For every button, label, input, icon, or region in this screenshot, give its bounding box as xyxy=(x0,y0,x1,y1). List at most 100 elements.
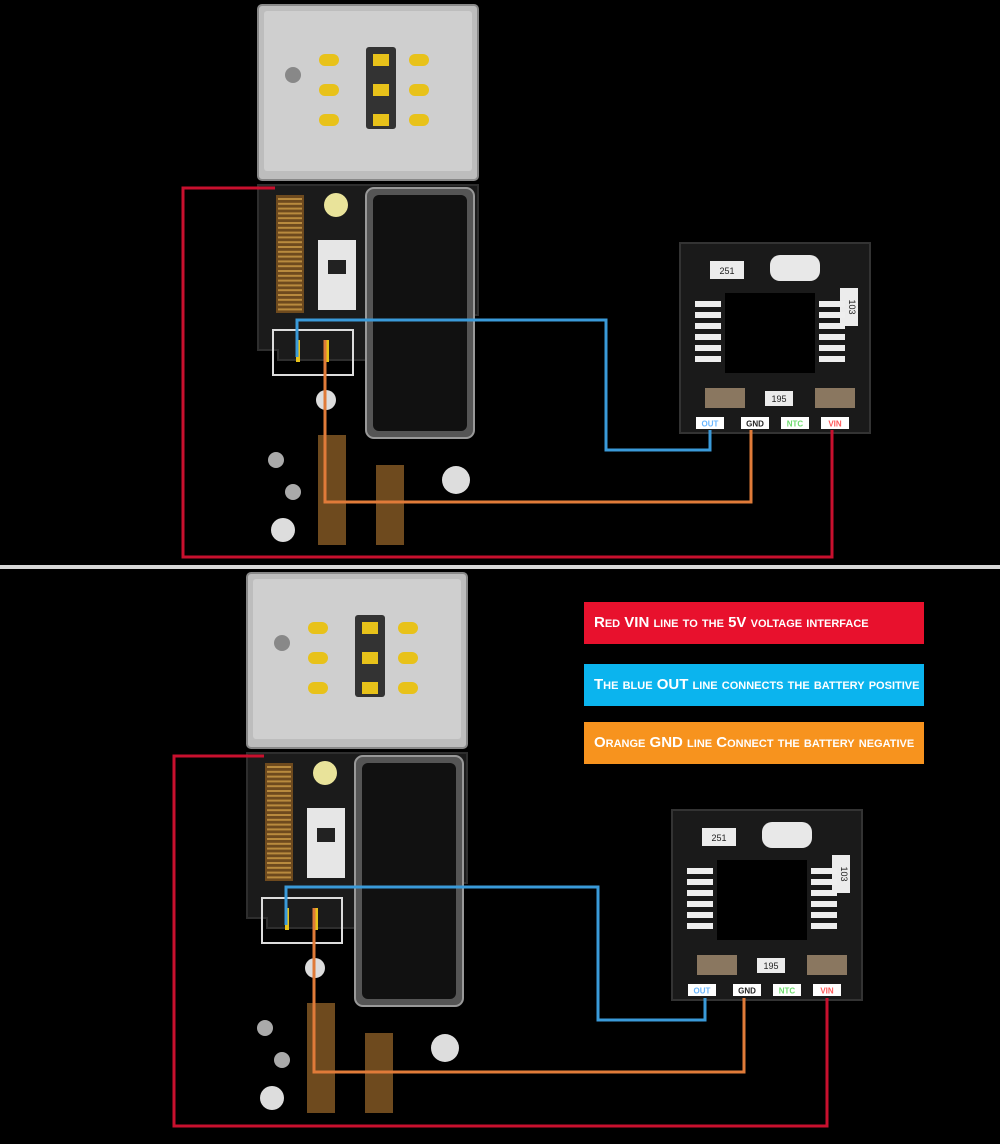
inductor xyxy=(770,255,820,281)
ic-pin-right xyxy=(819,301,845,307)
inductor xyxy=(762,822,812,848)
connector-pin xyxy=(278,212,302,215)
ic-pin-left xyxy=(695,356,721,362)
test-pad xyxy=(313,761,337,785)
connector-pin xyxy=(267,823,291,826)
connector-pin xyxy=(267,804,291,807)
resistor-195 xyxy=(765,391,793,406)
connector-pin xyxy=(267,809,291,812)
sim-contact xyxy=(319,114,339,126)
connector-pin xyxy=(278,202,302,205)
connector-pin xyxy=(278,274,302,277)
resistor-195-label: 195 xyxy=(763,961,778,971)
test-pad xyxy=(324,193,348,217)
sim-center-contact xyxy=(373,114,389,126)
pin-box-vin xyxy=(821,417,849,429)
ic-pin-left xyxy=(687,890,713,896)
shield-can-inner xyxy=(373,195,467,431)
legend-orange-gnd: Orange GND line Connect the battery nega… xyxy=(584,722,924,764)
ic-pin-right xyxy=(819,334,845,340)
connector-pin xyxy=(267,847,291,850)
sim-contact xyxy=(409,54,429,66)
connector-pin xyxy=(278,255,302,258)
wire-orange-gnd xyxy=(323,340,753,504)
sim-contact xyxy=(409,114,429,126)
resistor-251-label: 251 xyxy=(719,266,734,276)
pin-label-vin: VIN xyxy=(828,420,842,429)
connector-pin xyxy=(278,308,302,311)
board-connector-top xyxy=(265,763,293,881)
pin-label-ntc: NTC xyxy=(787,420,804,429)
label-sticker xyxy=(307,808,345,878)
connector-pin xyxy=(278,303,302,306)
qr-code xyxy=(317,828,335,842)
sim-contact xyxy=(398,622,418,634)
screw-pad xyxy=(285,484,301,500)
connector-pin xyxy=(278,294,302,296)
sim-center-contact xyxy=(362,622,378,634)
connector-pin xyxy=(278,231,302,234)
pin-box-out xyxy=(696,417,724,429)
pin-box-ntc xyxy=(781,417,809,429)
connector-pin xyxy=(267,780,291,783)
screw-pad xyxy=(268,452,284,468)
battery-pad-frame xyxy=(261,897,343,944)
connector-pin xyxy=(267,790,291,792)
capacitor-right xyxy=(815,388,855,408)
sim-contact xyxy=(319,54,339,66)
connector-pin xyxy=(278,250,302,253)
capacitor-right xyxy=(807,955,847,975)
connector-pin xyxy=(267,775,291,778)
charger-ic xyxy=(725,293,815,373)
pin-box-vin xyxy=(813,984,841,996)
sim-center-contact xyxy=(362,652,378,664)
connector-pin xyxy=(267,799,291,802)
ic-pin-left xyxy=(695,301,721,307)
resistor-195-label: 195 xyxy=(771,394,786,404)
sim-contact xyxy=(398,652,418,664)
legend-red-vin: Red VIN line to the 5V voltage interface xyxy=(584,602,924,644)
connector-pin xyxy=(267,770,291,773)
ic-pin-left xyxy=(687,923,713,929)
pin-label-ntc: NTC xyxy=(779,987,796,996)
ic-pin-left xyxy=(687,868,713,874)
phone-board-bottom xyxy=(246,572,468,1113)
wire-red-vin xyxy=(181,186,834,559)
ic-pin-left xyxy=(695,334,721,340)
label-sticker xyxy=(318,240,356,310)
ic-pin-right xyxy=(811,890,837,896)
connector-pin xyxy=(267,766,291,768)
connector-pin xyxy=(278,260,302,263)
board-connector-top xyxy=(276,195,304,313)
ic-pin-right xyxy=(811,923,837,929)
connector-pin xyxy=(278,217,302,220)
resistor-251-label: 251 xyxy=(711,833,726,843)
ic-pin-left xyxy=(695,345,721,351)
board-connector-bottom-1 xyxy=(307,1003,335,1113)
wire-blue-out xyxy=(295,318,712,452)
pin-box-gnd xyxy=(741,417,769,429)
ic-pin-right xyxy=(819,345,845,351)
ic-pin-right xyxy=(811,868,837,874)
connector-pin xyxy=(267,866,291,869)
capacitor-left xyxy=(705,388,745,408)
wire-red-vin xyxy=(172,754,829,1128)
ic-pin-right xyxy=(811,912,837,918)
sim-contact xyxy=(308,682,328,694)
connector-pin xyxy=(278,226,302,229)
phone-board-top xyxy=(257,4,479,545)
ic-pin-right xyxy=(819,312,845,318)
connector-pin xyxy=(267,876,291,879)
mount-hole xyxy=(271,518,295,542)
connector-pin xyxy=(278,279,302,282)
sim-contact xyxy=(398,682,418,694)
ic-pin-left xyxy=(695,323,721,329)
pin-label-out: OUT xyxy=(694,987,711,996)
qr-code xyxy=(328,260,346,274)
connector-pin xyxy=(267,794,291,797)
connector-pin xyxy=(267,785,291,788)
ic-pin-left xyxy=(687,912,713,918)
